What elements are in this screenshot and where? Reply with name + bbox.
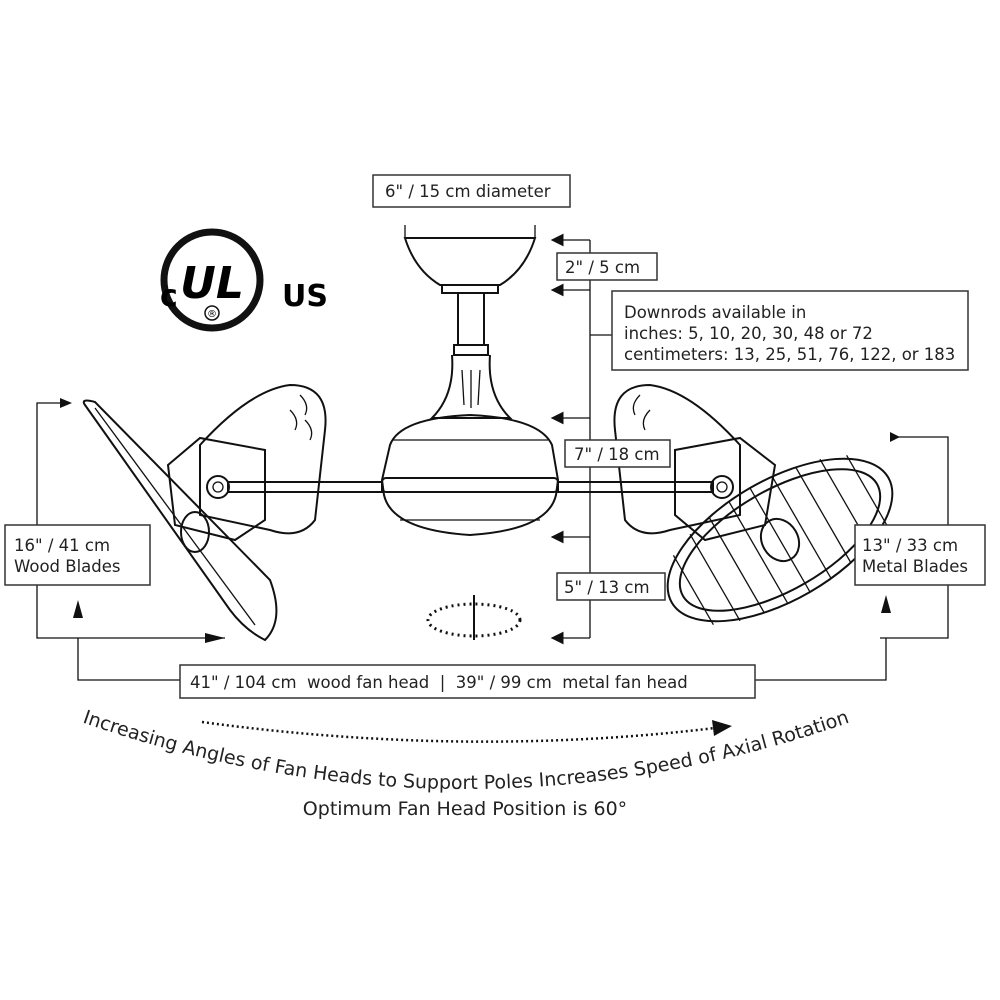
svg-text:Metal Blades: Metal Blades	[862, 557, 968, 576]
label-downrods: Downrods available in inches: 5, 10, 20,…	[611, 290, 969, 371]
label-motor-height: 7" / 18 cm	[564, 439, 671, 468]
label-wood-blades: 16" / 41 cm Wood Blades	[4, 524, 151, 586]
svg-text:41" / 104 cm wood fan head |: 41" / 104 cm wood fan head | 39" / 99 cm…	[190, 673, 688, 692]
svg-text:2" / 5 cm: 2" / 5 cm	[565, 258, 640, 277]
svg-text:Wood Blades: Wood Blades	[14, 557, 121, 576]
motor-housing	[380, 413, 560, 537]
label-metal-blades: 13" / 33 cm Metal Blades	[854, 524, 986, 586]
svg-text:centimeters: 13, 25, 51, 76, 1: centimeters: 13, 25, 51, 76, 122, or 183	[624, 345, 955, 364]
rotation-direction-arrow	[201, 720, 716, 743]
ul-us-mark: US	[282, 279, 328, 314]
rotation-icon	[426, 595, 522, 640]
ul-certification-logo: c US UL ®	[160, 228, 328, 332]
registered-mark: ®	[207, 309, 217, 320]
metal-fan-head	[613, 383, 894, 625]
svg-text:6" / 15 cm diameter: 6" / 15 cm diameter	[385, 182, 551, 201]
wood-fan-head	[82, 383, 327, 642]
svg-text:Downrods available in: Downrods available in	[624, 303, 806, 322]
label-canopy-diameter: 6" / 15 cm diameter	[372, 174, 571, 208]
ul-c-mark: c	[160, 279, 178, 314]
canopy	[403, 225, 537, 294]
svg-text:13" / 33 cm: 13" / 33 cm	[862, 536, 958, 555]
rotation-note: Increasing Angles of Fan Heads to Suppor…	[80, 706, 851, 794]
ul-mark: UL	[180, 258, 244, 309]
support-arm	[206, 475, 734, 499]
optimum-position-note: Optimum Fan Head Position is 60°	[303, 798, 627, 820]
label-lower-height: 5" / 13 cm	[556, 572, 666, 601]
label-overall-span: 41" / 104 cm wood fan head | 39" / 99 cm…	[179, 664, 756, 699]
downrod	[429, 292, 513, 419]
svg-text:16" / 41 cm: 16" / 41 cm	[14, 536, 110, 555]
height-dimension-lines	[550, 233, 612, 645]
svg-text:5" / 13 cm: 5" / 13 cm	[564, 578, 650, 597]
rotation-arrowhead-icon	[712, 720, 732, 736]
svg-text:7" / 18 cm: 7" / 18 cm	[574, 445, 660, 464]
svg-text:inches: 5, 10, 20, 30, 48 or 7: inches: 5, 10, 20, 30, 48 or 72	[624, 324, 873, 343]
label-canopy-height: 2" / 5 cm	[556, 252, 658, 281]
